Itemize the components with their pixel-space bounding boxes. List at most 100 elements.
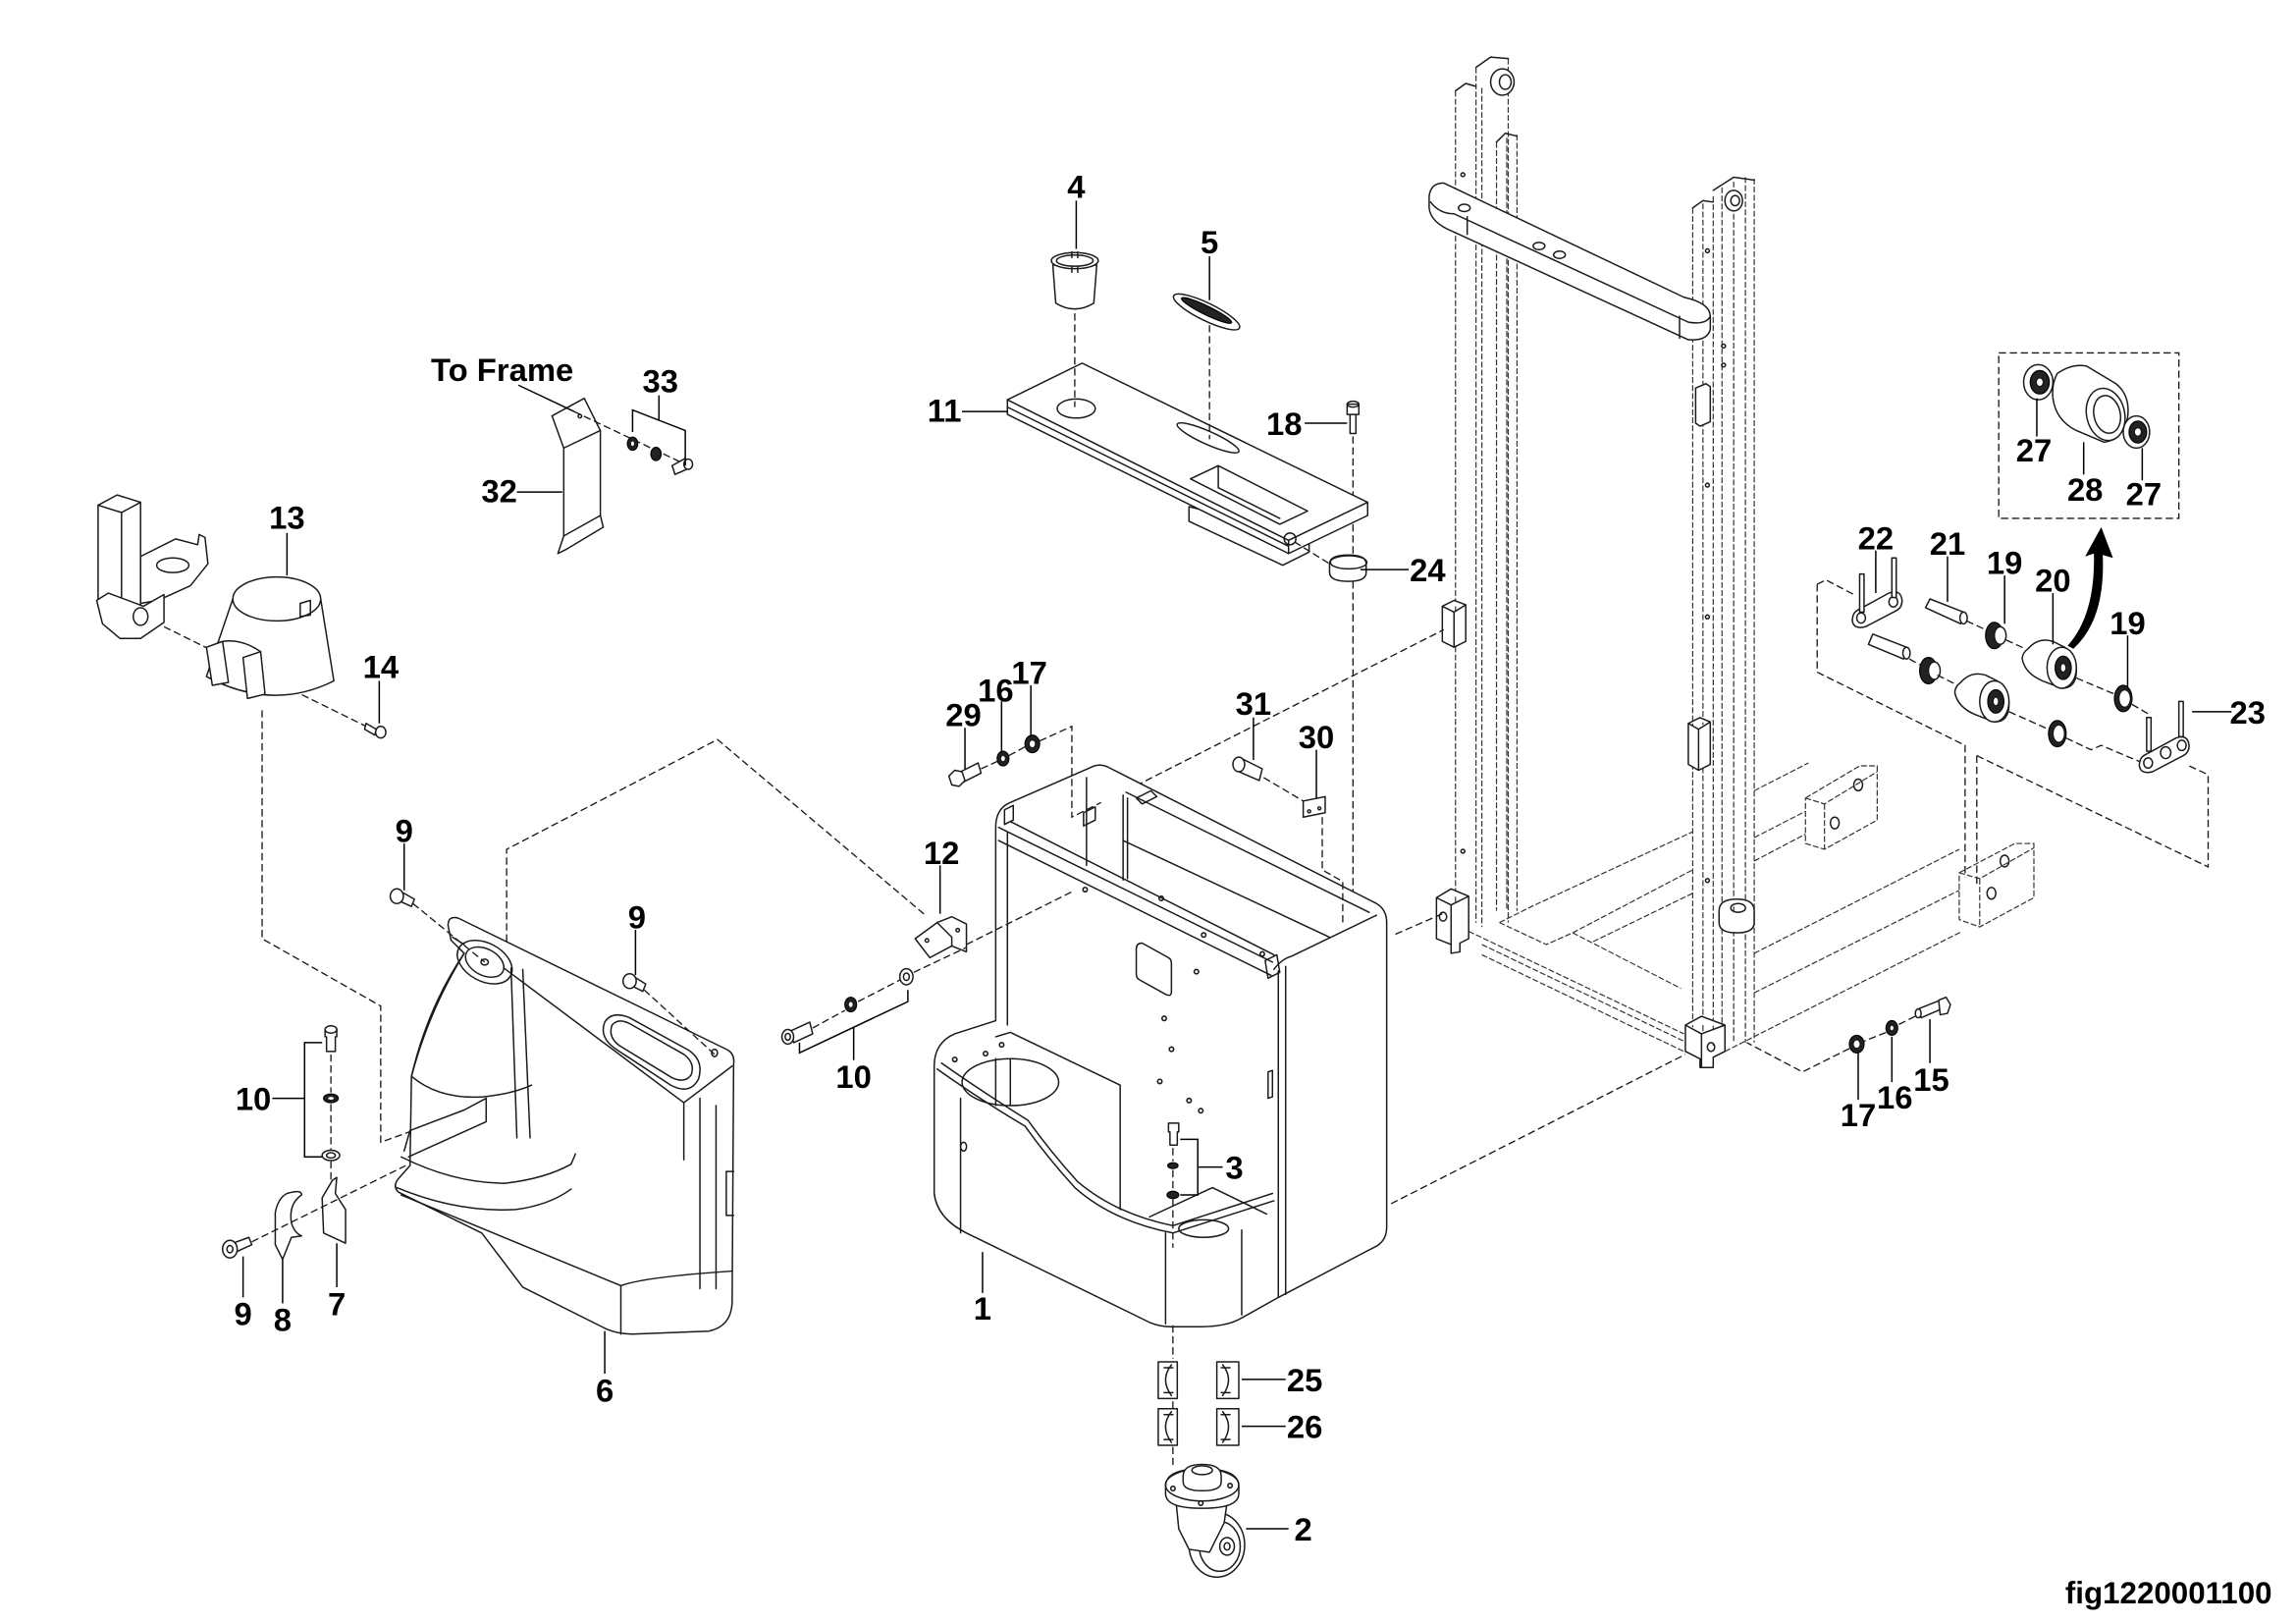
washer-10a-flat xyxy=(321,1149,341,1162)
part-25-shim xyxy=(1157,1361,1240,1400)
plate-rect-cutout xyxy=(1190,464,1308,525)
callout-9-upper: 9 xyxy=(396,813,413,849)
base-upper-leg xyxy=(1753,762,1811,862)
bracket-32-folds xyxy=(562,413,602,537)
mast-mount-block-right xyxy=(1687,717,1712,772)
callout-23: 23 xyxy=(2230,694,2266,731)
bolt-15-shank xyxy=(1917,999,1943,1019)
plate-slot xyxy=(1176,421,1240,454)
roller-28-bore xyxy=(2093,395,2122,434)
base-lower-leg xyxy=(1724,848,1963,1053)
screw-9c-head xyxy=(221,1239,239,1259)
part-6-cover xyxy=(395,916,735,1335)
bearing-27-right-bore xyxy=(2133,426,2143,438)
bracket-12-fold xyxy=(924,921,961,947)
motor-plate-hole xyxy=(155,557,190,573)
washer-33-flat-hole xyxy=(629,440,636,448)
part-10-screw-set-left xyxy=(272,1025,341,1181)
chassis-hole-edges xyxy=(994,1057,1012,1107)
washer-16-right-hole xyxy=(1889,1024,1896,1032)
mast-right-top-roller-icon xyxy=(1724,189,1743,212)
part-12-bracket xyxy=(914,891,1073,959)
screw-10a xyxy=(324,1028,338,1053)
callout-33: 33 xyxy=(643,363,678,400)
screw-10b-shank xyxy=(789,1021,814,1044)
caster-bolt-holes xyxy=(1169,1483,1234,1506)
screw-9b-head xyxy=(621,973,637,990)
link-plate-22-pins xyxy=(1858,557,1897,614)
bolt-31-assembly-line xyxy=(1263,777,1304,802)
callout-25: 25 xyxy=(1287,1362,1322,1398)
callout-19-right: 19 xyxy=(2109,605,2145,641)
callout-6: 6 xyxy=(596,1372,614,1408)
callout-28: 28 xyxy=(2067,471,2103,508)
callout-2: 2 xyxy=(1294,1511,1311,1547)
callout-16: 16 xyxy=(978,672,1013,708)
part-32-bracket xyxy=(517,384,689,555)
callout-22: 22 xyxy=(1858,519,1894,556)
chassis-caster-hole xyxy=(1178,1218,1230,1239)
cover-hand-grip-slot xyxy=(602,1013,701,1090)
part-30-plate xyxy=(1302,795,1344,923)
bracket-32-assembly-line xyxy=(573,410,689,466)
callout-27-right: 27 xyxy=(2126,476,2162,513)
chassis-outline xyxy=(933,764,1388,1327)
screw-18-head xyxy=(1346,400,1361,408)
mast-tab-right xyxy=(1694,383,1712,427)
screw-10b-assembly-line xyxy=(812,947,967,1029)
detail-box-frame xyxy=(1998,352,2180,519)
callout-labels: 4 5 11 18 24 33 32 13 14 29 16 17 31 30 … xyxy=(234,168,2271,1610)
part-23-link-plate xyxy=(2138,700,2190,774)
callout-32: 32 xyxy=(481,473,516,510)
washer-10a-lock-hole xyxy=(326,1095,336,1102)
roller-20-upper-bore xyxy=(2059,662,2067,674)
pin-21-lower-end xyxy=(1901,646,1911,660)
assembly-line-bolt-15 xyxy=(1746,1015,1916,1073)
cover-mount-hole-outer xyxy=(456,940,513,985)
link-plate-23-hole-b xyxy=(2176,739,2187,752)
roller-20-lower-bore xyxy=(1992,696,2000,707)
chassis-tub-rim xyxy=(935,1062,1275,1234)
callout-leader-lines xyxy=(241,200,2232,1530)
callout-19-left: 19 xyxy=(1987,545,2022,581)
part-31-bolt xyxy=(1232,756,1304,802)
cover-screw-hole xyxy=(711,1048,719,1057)
mast-left-top-roller-hub xyxy=(1498,74,1513,90)
mast-handle-crossbar xyxy=(1428,182,1712,341)
assembly-line-chassis-to-mast xyxy=(1125,628,1686,1205)
screw-9a-assembly-line xyxy=(412,902,486,963)
part-9-screw-lower xyxy=(221,1164,406,1259)
callout-5: 5 xyxy=(1201,224,1218,260)
mast-mount-block-left xyxy=(1441,599,1467,648)
cap-24-top xyxy=(1329,555,1368,570)
callout-13: 13 xyxy=(269,499,304,535)
part-20-roller xyxy=(1908,620,2151,763)
callout-3: 3 xyxy=(1225,1150,1243,1186)
bracket-12-assembly-line xyxy=(966,891,1073,946)
part-9-screw-upper xyxy=(389,888,486,963)
screw-10b-socket xyxy=(784,1032,791,1042)
washer-10b-flat-hole xyxy=(902,972,911,982)
screw-3 xyxy=(1167,1122,1180,1147)
callout-15: 15 xyxy=(1913,1061,1949,1098)
shim-25-left xyxy=(1157,1361,1179,1400)
base-upper-fork-end xyxy=(1804,765,1878,850)
screw-18-shape xyxy=(1346,403,1361,435)
cover-tray xyxy=(396,1097,735,1335)
base-fork-holes xyxy=(1829,778,2010,900)
shim-26-cutouts xyxy=(1163,1410,1231,1443)
part-28-roller-tire xyxy=(2052,364,2129,444)
cover-funnel xyxy=(410,952,533,1139)
callout-16-right: 16 xyxy=(1877,1079,1912,1115)
part-8-clip xyxy=(274,1190,303,1261)
chassis-mount-holes xyxy=(951,887,1265,1152)
drive-motor-unit xyxy=(95,494,209,640)
bushing-19-b-bore xyxy=(1927,661,1942,680)
screw-9b-assembly-line xyxy=(643,989,716,1056)
motor-base-plate xyxy=(139,533,209,605)
base-floor-plate xyxy=(1499,831,1693,990)
roller-axis-lines xyxy=(1908,620,2151,763)
to-frame-leader xyxy=(517,384,575,412)
mast-rails xyxy=(1455,58,1755,1046)
